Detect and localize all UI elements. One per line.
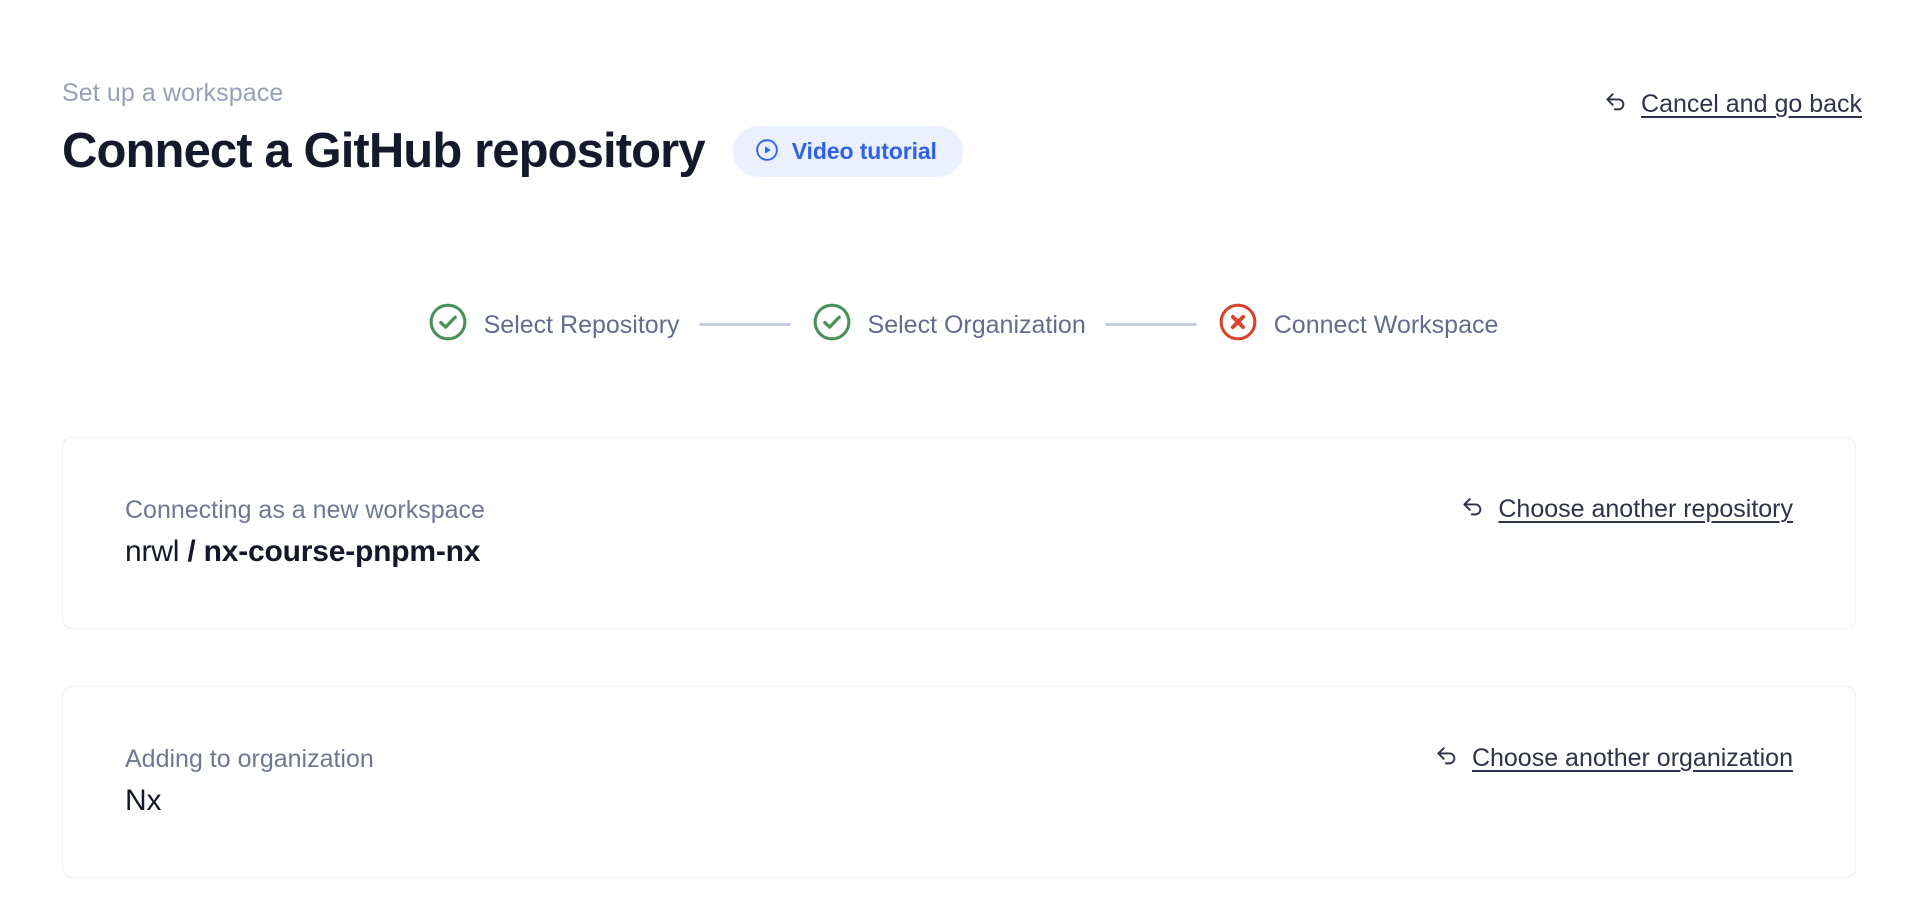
organization-card-caption: Adding to organization	[125, 745, 374, 773]
organization-card: Adding to organization Nx Choose another…	[62, 686, 1856, 878]
step-connector	[698, 323, 791, 326]
repository-card-inner: Connecting as a new workspace nrwl / nx-…	[63, 438, 1855, 628]
page-title: Connect a GitHub repository	[62, 124, 706, 178]
choose-another-organization-link[interactable]: Choose another organization	[1433, 742, 1793, 774]
step-select-organization[interactable]: Select Organization	[810, 300, 1086, 349]
step-connector	[1104, 323, 1197, 326]
title-row: Connect a GitHub repository Video tutori…	[62, 122, 1862, 180]
choose-another-repository-link[interactable]: Choose another repository	[1459, 493, 1793, 525]
repository-separator-slash: /	[187, 535, 196, 568]
step-connect-workspace[interactable]: Connect Workspace	[1216, 300, 1499, 349]
organization-card-inner: Adding to organization Nx Choose another…	[63, 687, 1855, 877]
repository-name: nx-course-pnpm-nx	[203, 535, 481, 568]
arrow-uturn-left-icon	[1459, 493, 1486, 525]
step-label: Select Organization	[867, 310, 1086, 339]
page-header: Set up a workspace Connect a GitHub repo…	[62, 78, 1862, 180]
organization-card-text: Adding to organization Nx	[125, 745, 374, 819]
step-select-repository[interactable]: Select Repository	[426, 300, 680, 349]
step-label: Select Repository	[483, 310, 680, 339]
video-tutorial-label: Video tutorial	[791, 137, 937, 164]
repository-card: Connecting as a new workspace nrwl / nx-…	[62, 437, 1856, 629]
breadcrumb-eyebrow: Set up a workspace	[62, 79, 284, 107]
arrow-uturn-left-icon	[1602, 88, 1629, 120]
choose-another-organization-label: Choose another organization	[1471, 744, 1793, 772]
repository-card-value: nrwl / nx-course-pnpm-nx	[125, 534, 485, 570]
play-circle-icon	[754, 137, 780, 166]
step-label: Connect Workspace	[1273, 310, 1499, 339]
cancel-and-go-back-link[interactable]: Cancel and go back	[1602, 88, 1862, 120]
check-circle-icon	[810, 300, 854, 349]
arrow-uturn-left-icon	[1433, 742, 1460, 774]
choose-another-repository-label: Choose another repository	[1498, 495, 1793, 523]
check-circle-icon	[426, 300, 470, 349]
x-circle-icon	[1216, 300, 1260, 349]
repository-card-text: Connecting as a new workspace nrwl / nx-…	[125, 496, 485, 570]
video-tutorial-button[interactable]: Video tutorial	[732, 125, 963, 177]
repository-card-caption: Connecting as a new workspace	[125, 496, 485, 524]
repository-spacer	[196, 535, 204, 568]
cancel-and-go-back-label: Cancel and go back	[1641, 90, 1862, 118]
repository-owner: nrwl	[125, 535, 180, 568]
progress-stepper: Select Repository Select Organization Co…	[0, 300, 1924, 349]
organization-card-value: Nx	[125, 784, 162, 817]
